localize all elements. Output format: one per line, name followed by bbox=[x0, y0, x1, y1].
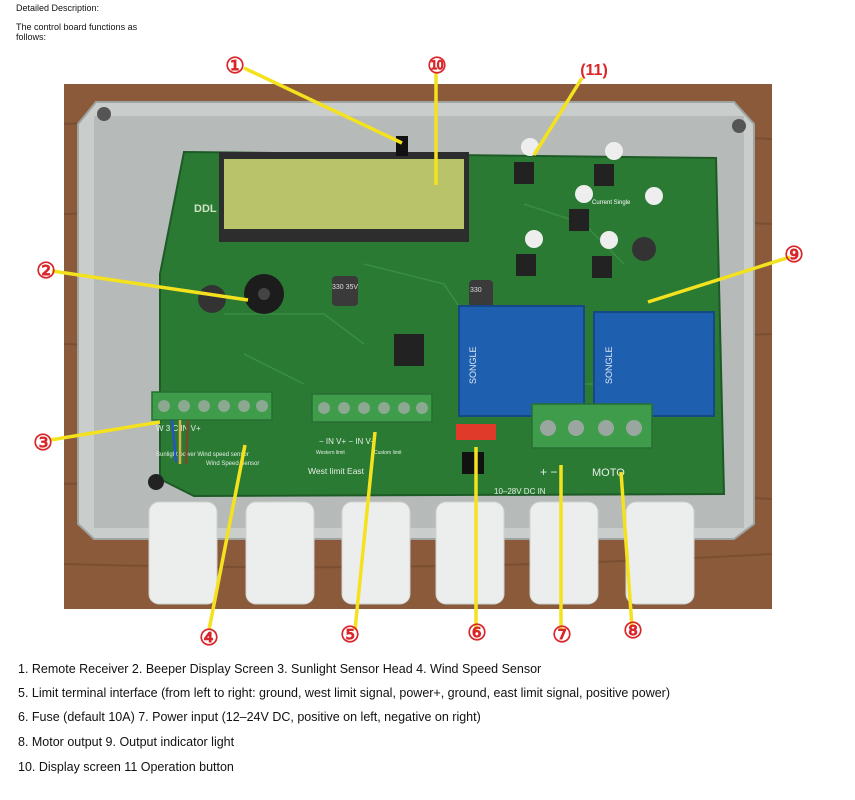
button bbox=[605, 142, 623, 160]
caption-line-2: 5. Limit terminal interface (from left t… bbox=[18, 686, 671, 700]
ddl-label: DDL bbox=[194, 203, 217, 215]
terminal-label: + − bbox=[540, 465, 557, 479]
fuse bbox=[456, 424, 496, 440]
caption-line-3: 6. Fuse (default 10A) 7. Power input (12… bbox=[18, 710, 481, 724]
terminal-label: Sunlight power Wind speed sensor bbox=[156, 452, 249, 458]
callout-5: ⑤ bbox=[340, 622, 360, 647]
caption-line-1: 1. Remote Receiver 2. Beeper Display Scr… bbox=[18, 662, 542, 676]
page-title: Detailed Description: bbox=[16, 3, 100, 13]
callout-4: ④ bbox=[199, 625, 219, 650]
callout-1: ① bbox=[225, 53, 245, 78]
relay-brand: SONGLE bbox=[468, 346, 478, 384]
callout-11: (11) bbox=[580, 62, 608, 79]
caption-line-5: 10. Display screen 11 Operation button bbox=[18, 760, 234, 774]
terminal-label: − IN V+ − IN V+ bbox=[319, 437, 376, 446]
sensor-terminal-block bbox=[151, 391, 273, 421]
caption-line-4: 8. Motor output 9. Output indicator ligh… bbox=[18, 735, 235, 749]
button bbox=[575, 185, 593, 203]
switch bbox=[569, 209, 589, 231]
cable-stub bbox=[148, 474, 164, 490]
capacitor-label: 330 35V bbox=[332, 284, 358, 291]
cable-glands bbox=[148, 474, 695, 605]
sensor-wires bbox=[170, 419, 190, 465]
button bbox=[600, 231, 618, 249]
relay-brand: SONGLE bbox=[604, 346, 614, 384]
control-board-photo: DDL Current Single 330 35V 330 SONGLE SO… bbox=[64, 84, 772, 609]
leader-lines bbox=[49, 66, 791, 631]
screw-hole bbox=[732, 119, 746, 133]
callout-6: ⑥ bbox=[467, 620, 487, 645]
capacitor bbox=[632, 237, 656, 261]
fuse-chip bbox=[462, 452, 484, 474]
terminal-label: Western limit bbox=[316, 450, 345, 456]
capacitor-label: 330 bbox=[470, 287, 482, 294]
beeper-hole bbox=[258, 288, 270, 300]
switch bbox=[592, 256, 612, 278]
callout-8: ⑧ bbox=[623, 618, 643, 643]
page-subtitle: The control board functions as follows: bbox=[16, 22, 138, 42]
capacitor bbox=[469, 280, 493, 308]
button bbox=[525, 230, 543, 248]
relay bbox=[593, 311, 715, 417]
callout-7: ⑦ bbox=[552, 622, 572, 647]
callout-2: ② bbox=[36, 258, 56, 283]
operation-buttons bbox=[514, 138, 663, 278]
relay bbox=[458, 305, 585, 417]
switch bbox=[594, 164, 614, 186]
regulator bbox=[394, 334, 424, 366]
limit-terminal-block bbox=[311, 393, 433, 423]
callout-9: ⑨ bbox=[784, 242, 804, 267]
screw-hole bbox=[97, 107, 111, 121]
terminal-screws bbox=[158, 400, 268, 412]
current-single-label: Current Single bbox=[592, 200, 631, 206]
terminal-label: West limit East bbox=[308, 466, 365, 476]
switch bbox=[514, 162, 534, 184]
button bbox=[645, 187, 663, 205]
lcd-screen bbox=[224, 159, 464, 229]
terminal-label: Wind Speed Sensor bbox=[206, 461, 259, 467]
capacitor bbox=[332, 276, 358, 306]
terminal-label: 10–28V DC IN bbox=[494, 487, 546, 496]
terminal-screws bbox=[318, 402, 428, 414]
callout-3: ③ bbox=[33, 430, 53, 455]
terminal-label: W 3 C IN V+ bbox=[156, 424, 201, 433]
callout-10: ⑩ bbox=[427, 53, 447, 78]
terminal-screws bbox=[540, 420, 642, 436]
switch bbox=[516, 254, 536, 276]
terminal-label: MOTO bbox=[592, 467, 625, 479]
terminal-label: Custom limit bbox=[374, 450, 402, 456]
